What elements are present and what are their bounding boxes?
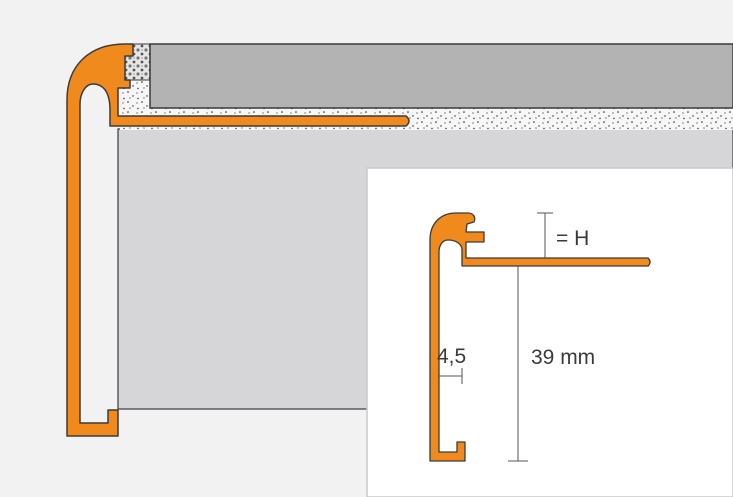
height-dimension [537, 212, 553, 258]
inset-nosing-profile [429, 212, 651, 462]
wall-thickness-label: 4,5 [437, 345, 467, 368]
tile [149, 43, 733, 109]
total-height-label: 39 mm [531, 346, 596, 369]
nosing-profile [66, 43, 410, 437]
total-height-dimension [508, 266, 528, 462]
inset-detail-panel [366, 167, 733, 497]
height-label: = H [556, 227, 590, 250]
wall-thickness-dimension [439, 368, 463, 384]
